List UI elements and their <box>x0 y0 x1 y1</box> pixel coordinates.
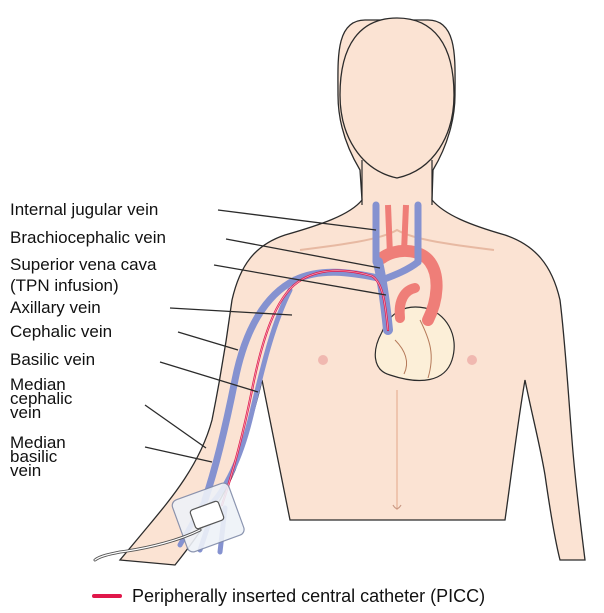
right-nipple <box>467 355 477 365</box>
label-axillary-vein: Axillary vein <box>10 298 101 317</box>
legend-swatch <box>92 594 122 598</box>
label-internal-jugular-vein: Internal jugular vein <box>10 200 158 219</box>
label-median-basilic-vein: Median basilic vein <box>10 436 66 478</box>
legend: Peripherally inserted central catheter (… <box>92 586 485 606</box>
label-basilic-vein: Basilic vein <box>10 350 95 369</box>
label-median-cephalic-vein: Median cephalic vein <box>10 378 72 420</box>
left-nipple <box>318 355 328 365</box>
label-median-cephalic-line3: vein <box>10 406 72 420</box>
label-cephalic-vein: Cephalic vein <box>10 322 112 341</box>
carotid-left <box>388 205 390 255</box>
label-superior-vena-cava: Superior vena cava <box>10 255 156 274</box>
leader-median-cephalic <box>145 405 206 448</box>
label-median-basilic-line3: vein <box>10 464 66 478</box>
label-brachiocephalic-vein: Brachiocephalic vein <box>10 228 166 247</box>
carotid-right <box>404 205 406 252</box>
legend-text: Peripherally inserted central catheter (… <box>132 586 485 607</box>
label-tpn-infusion: (TPN infusion) <box>10 276 119 295</box>
